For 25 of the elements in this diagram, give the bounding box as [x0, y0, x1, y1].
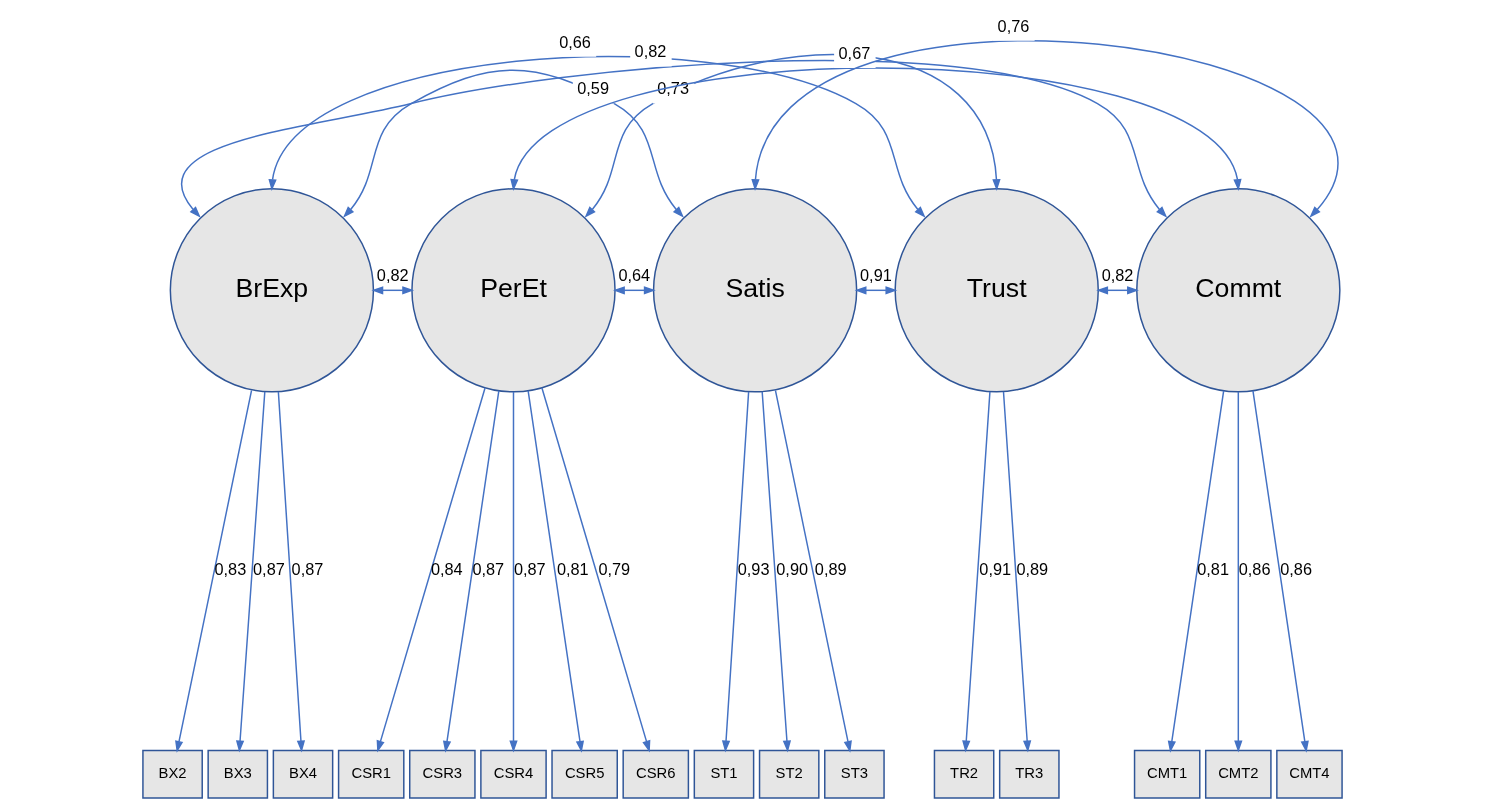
edge-label: 0,79	[598, 560, 631, 579]
edge-label: 0,90	[776, 560, 809, 579]
edge-label: 0,83	[214, 560, 247, 579]
edge-label: 0,81	[556, 560, 589, 579]
edge-label: 0,81	[1197, 560, 1229, 579]
edge-label: 0,89	[814, 560, 847, 579]
edge-label: 0,86	[1238, 560, 1271, 579]
edge-label: 0,84	[430, 560, 463, 579]
edge-label: 0,67	[838, 43, 871, 62]
edge-label: 0,87	[513, 560, 546, 579]
edge-label: 0,87	[253, 560, 285, 579]
edge-label: 0,91	[860, 266, 892, 285]
edge-label: 0,87	[291, 560, 324, 579]
edge-label: 0,82	[376, 266, 409, 285]
edge-label: 0,59	[577, 79, 609, 98]
edge-label: 0,87	[472, 560, 505, 579]
edge-label: 0,64	[618, 266, 651, 285]
edge-label: 0,76	[997, 16, 1030, 35]
edge-label: 0,91	[979, 560, 1012, 579]
edge-label: 0,82	[1101, 266, 1134, 285]
edge-label: 0,86	[1280, 560, 1312, 579]
edge-label: 0,89	[1016, 560, 1049, 579]
edge-label: 0,66	[559, 32, 591, 51]
edge-label: 0,93	[737, 560, 770, 579]
edge-label: 0,82	[634, 42, 667, 61]
